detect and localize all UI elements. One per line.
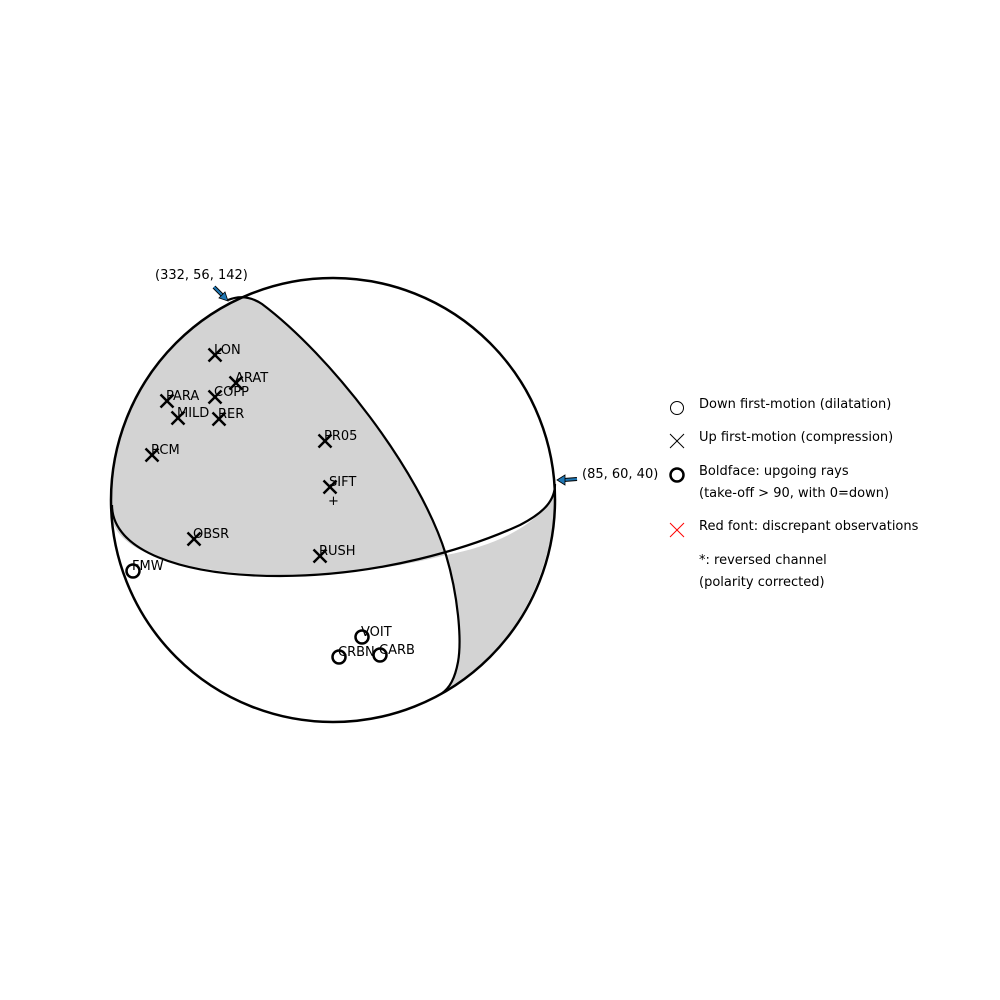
- station-arat: ARAT: [228, 371, 268, 391]
- station-obsr: OBSR: [186, 527, 229, 547]
- station-label: OBSR: [193, 527, 229, 542]
- nodal-plane-2-label: (85, 60, 40): [582, 467, 658, 482]
- station-label: RER: [218, 407, 244, 422]
- nodal-plane-2-curve: [110, 483, 557, 578]
- station-label: PARA: [166, 389, 199, 404]
- legend-label-up: Up first-motion (compression): [699, 430, 893, 445]
- station-rcm: RCM: [144, 443, 180, 463]
- compression-x-icon: [211, 411, 227, 427]
- compression-x-icon: [207, 347, 223, 363]
- legend-circle-bold-icon: [669, 467, 685, 483]
- station-mild: MILD: [170, 406, 209, 426]
- station-label: ARAT: [235, 371, 268, 386]
- compression-x-icon: [170, 410, 186, 426]
- station-crbn: CRBN: [331, 645, 375, 665]
- station-fmw: FMW: [125, 559, 164, 579]
- station-para: PARA: [159, 389, 199, 409]
- station-label: FMW: [132, 559, 164, 574]
- station-copp: COPP: [207, 385, 249, 405]
- station-label: SIFT: [329, 475, 356, 490]
- station-label: CARB: [379, 643, 415, 658]
- station-sift: SIFT: [322, 475, 356, 495]
- dilatation-circle-icon: [331, 649, 347, 665]
- station-label: RCM: [151, 443, 180, 458]
- station-rer: RER: [211, 407, 244, 427]
- focal-sphere-outline: [109, 276, 557, 724]
- compression-x-icon: [207, 389, 223, 405]
- dilatation-circle-icon: [354, 629, 370, 645]
- compressional-quadrant-lower-right: [441, 484, 555, 694]
- station-label: CRBN: [338, 645, 375, 660]
- sift-plus-marker: +: [328, 494, 339, 509]
- station-voit: VOIT: [354, 625, 392, 645]
- compression-x-icon: [144, 447, 160, 463]
- legend-label-reversed-detail: (polarity corrected): [699, 575, 825, 590]
- station-label: PR05: [324, 429, 357, 444]
- station-carb: CARB: [372, 643, 415, 663]
- compression-x-icon: [317, 433, 333, 449]
- compression-x-icon: [322, 479, 338, 495]
- legend-x-red-icon: [669, 522, 685, 538]
- nodal-plane-1-arrow-icon: [212, 285, 229, 302]
- station-label: COPP: [214, 385, 249, 400]
- dilatation-circle-icon: [372, 647, 388, 663]
- station-pr05: PR05: [317, 429, 357, 449]
- legend-circle-thin-icon: [670, 401, 684, 415]
- legend-label-upgoing-detail: (take-off > 90, with 0=down): [699, 486, 889, 501]
- station-label: MILD: [177, 406, 209, 421]
- station-lon: LON: [207, 343, 241, 363]
- compression-x-icon: [228, 375, 244, 391]
- legend-label-down: Down first-motion (dilatation): [699, 397, 891, 412]
- nodal-plane-1-label: (332, 56, 142): [155, 268, 248, 283]
- nodal-plane-2-arrow-icon: [556, 474, 578, 486]
- nodal-plane-1-curve: [227, 296, 461, 695]
- compression-x-icon: [186, 531, 202, 547]
- legend-label-upgoing: Boldface: upgoing rays: [699, 464, 849, 479]
- station-label: RUSH: [319, 544, 356, 559]
- compression-x-icon: [159, 393, 175, 409]
- compression-x-icon: [312, 548, 328, 564]
- compressional-quadrant-upper-left: [111, 297, 446, 576]
- legend: Down first-motion (dilatation) Up first-…: [669, 397, 919, 590]
- station-label: LON: [214, 343, 241, 358]
- legend-x-thin-icon: [669, 433, 685, 449]
- legend-label-discrepant: Red font: discrepant observations: [699, 519, 919, 534]
- station-label: VOIT: [361, 625, 392, 640]
- legend-label-reversed: *: reversed channel: [699, 553, 827, 568]
- station-rush: RUSH: [312, 544, 356, 564]
- dilatation-circle-icon: [125, 563, 141, 579]
